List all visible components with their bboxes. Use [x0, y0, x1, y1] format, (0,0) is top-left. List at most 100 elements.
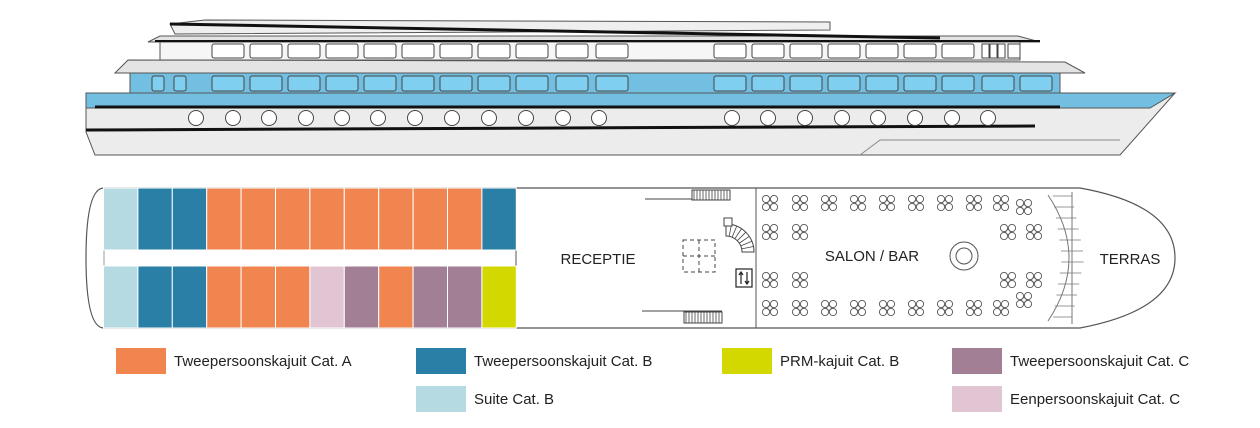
middle-window	[827, 75, 861, 92]
legend-label-single-c: Eenpersoonskajuit Cat. C	[1010, 390, 1181, 408]
seat-cluster	[761, 194, 779, 212]
upper-window	[789, 43, 823, 59]
cabin-top-10	[412, 187, 449, 251]
legend-item-cat-b: Tweepersoonskajuit Cat. B	[416, 348, 652, 374]
middle-window	[941, 75, 975, 92]
seat-cluster	[992, 194, 1010, 212]
upper-window	[865, 43, 899, 59]
ship-drawing: RECEPTIE SALON / BAR TERRAS	[85, 19, 1177, 329]
middle-window	[151, 75, 165, 92]
reception-label: RECEPTIE	[560, 251, 635, 268]
legend-item-suite-b: Suite Cat. B	[416, 386, 554, 412]
legend-item-prm-b: PRM-kajuit Cat. B	[722, 348, 899, 374]
cabin-bottom-1	[103, 265, 139, 329]
porthole	[724, 110, 740, 126]
middle-window	[1019, 75, 1053, 92]
porthole	[188, 110, 204, 126]
legend-label-suite-b: Suite Cat. B	[474, 390, 555, 408]
cabin-bottom-7	[309, 265, 345, 329]
cabin-top-3	[171, 187, 208, 251]
salon-label: SALON / BAR	[825, 248, 919, 265]
middle-window	[713, 75, 747, 92]
terrace-label: TERRAS	[1100, 251, 1161, 268]
porthole	[261, 110, 277, 126]
middle-window	[595, 75, 629, 92]
porthole	[225, 110, 241, 126]
porthole	[797, 110, 813, 126]
middle-deck	[113, 59, 1086, 74]
reception-desk	[682, 239, 716, 273]
seat-cluster	[820, 194, 838, 212]
upper-window	[555, 43, 589, 59]
seat-cluster	[849, 299, 867, 317]
upper-window	[249, 43, 283, 59]
upper-window	[1007, 43, 1021, 59]
porthole	[407, 110, 423, 126]
upper-window	[903, 43, 937, 59]
deck-plan: RECEPTIE SALON / BAR TERRAS	[85, 187, 1176, 329]
upper-window	[827, 43, 861, 59]
seat-cluster	[965, 299, 983, 317]
middle-window	[401, 75, 435, 92]
stairs-bottom	[642, 310, 723, 324]
middle-window	[363, 75, 397, 92]
seat-cluster	[999, 271, 1017, 289]
middle-window	[477, 75, 511, 92]
cabin-top-2	[137, 187, 173, 251]
seat-cluster	[1015, 291, 1033, 309]
middle-window	[903, 75, 937, 92]
middle-window	[249, 75, 283, 92]
seat-cluster	[849, 194, 867, 212]
cabin-bottom-3	[171, 265, 208, 329]
cabin-top-9	[378, 187, 414, 251]
legend-label-cat-c: Tweepersoonskajuit Cat. C	[1010, 352, 1190, 370]
seat-cluster	[907, 299, 925, 317]
porthole	[760, 110, 776, 126]
cabin-top-5	[240, 187, 277, 251]
porthole	[944, 110, 960, 126]
upper-window	[287, 43, 321, 59]
legend-item-cat-a: Tweepersoonskajuit Cat. A	[116, 348, 352, 374]
legend-item-cat-c: Tweepersoonskajuit Cat. C	[952, 348, 1189, 374]
seat-cluster	[992, 299, 1010, 317]
porthole	[907, 110, 923, 126]
legend-label-cat-a: Tweepersoonskajuit Cat. A	[174, 352, 352, 370]
legend-swatch-cat-b	[416, 348, 466, 374]
seat-cluster	[761, 299, 779, 317]
salon-pillar-icon	[949, 241, 979, 271]
cabin-bottom-5	[240, 265, 277, 329]
middle-window	[439, 75, 473, 92]
upper-window	[595, 43, 629, 59]
stairs-top	[645, 189, 731, 201]
porthole	[980, 110, 996, 126]
cabin-bottom-12	[481, 265, 517, 329]
middle-window	[555, 75, 589, 92]
seat-cluster	[791, 223, 809, 241]
seat-cluster	[936, 194, 954, 212]
cabins-bottom-row	[103, 265, 517, 329]
stair-landing	[723, 217, 733, 227]
legend-swatch-suite-b	[416, 386, 466, 412]
middle-window	[287, 75, 321, 92]
porthole	[555, 110, 571, 126]
legend-swatch-cat-a	[116, 348, 166, 374]
cabin-bottom-11	[447, 265, 483, 329]
middle-window	[325, 75, 359, 92]
cabin-top-8	[343, 187, 380, 251]
porthole	[591, 110, 607, 126]
cabin-bottom-6	[275, 265, 311, 329]
porthole	[370, 110, 386, 126]
middle-window	[211, 75, 245, 92]
middle-window	[981, 75, 1015, 92]
upper-window	[941, 43, 975, 59]
cabin-bottom-10	[412, 265, 449, 329]
seat-cluster	[936, 299, 954, 317]
upper-window	[515, 43, 549, 59]
legend-label-prm-b: PRM-kajuit Cat. B	[780, 352, 900, 370]
cabins-top-row	[103, 187, 517, 251]
upper-window	[997, 43, 1006, 59]
salon-seating	[761, 194, 1043, 317]
porthole	[334, 110, 350, 126]
upper-window	[211, 43, 245, 59]
